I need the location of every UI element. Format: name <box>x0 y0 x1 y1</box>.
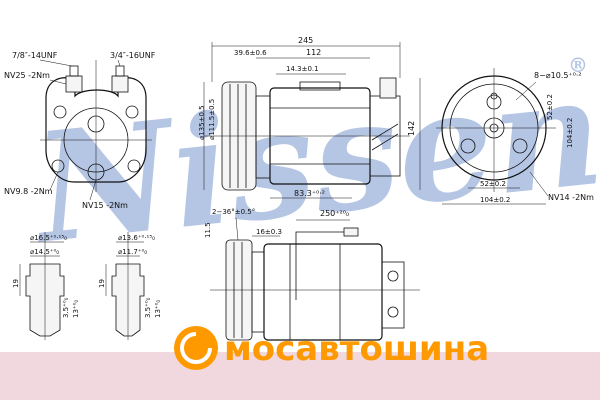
brand-band <box>0 352 600 400</box>
rear-dim-v2: 104±0.2 <box>566 118 574 148</box>
bottom-belt-label: 2−36°±0.5° <box>212 208 255 216</box>
side-total-length: 245 <box>298 36 313 45</box>
front-valve-left-cap <box>69 65 79 77</box>
fitting-a-depth-b: 13⁺⁰₀ <box>72 300 80 318</box>
side-valve <box>379 77 397 99</box>
front-mount-tr <box>125 105 139 119</box>
side-pulley-diameter: ⌀135±0.5 <box>198 105 206 140</box>
fitting-a-depth-a: 3.5⁺⁰₀ <box>62 297 70 318</box>
side-height: 142 <box>407 121 416 136</box>
front-valve-left <box>65 75 83 93</box>
fitting-b-dia-inner: ⌀11.7⁺⁰₀ <box>118 248 147 256</box>
fitting-b-height: 19 <box>98 279 106 288</box>
rear-dim-h2: 104±0.2 <box>480 196 510 204</box>
fitting-a-height: 19 <box>12 279 20 288</box>
bottom-view: 250⁺²⁰₀ 2−36°±0.5° 11.5 16±0.3 <box>204 208 420 341</box>
rear-torque-label: NV14 -2Nm <box>548 193 594 202</box>
fitting-b: ⌀13.6⁺⁰·¹⁵₀ ⌀11.7⁺⁰₀ 19 3.5⁺⁰₀ 13⁺⁰₀ <box>98 232 162 340</box>
bottom-height-left: 11.5 <box>204 222 212 238</box>
bottom-wire <box>295 231 344 300</box>
front-view: 7/8″-14UNF 3/4″-16UNF NV25 -2Nm NV9.8 -2… <box>4 51 156 210</box>
fitting-b-depth-a: 3.5⁺⁰₀ <box>144 297 152 318</box>
side-pulley-length: 39.6±0.6 <box>234 49 267 57</box>
bottom-clutch <box>251 251 265 333</box>
front-torque-top-label: NV25 -2Nm <box>4 71 50 80</box>
front-mount-tl <box>53 105 67 119</box>
side-view: 245 112 39.6±0.6 14.3±0.1 ⌀135±0.5 ⌀111.… <box>198 36 421 199</box>
bottom-connector <box>343 227 359 237</box>
fitting-b-depth-b: 13⁺⁰₀ <box>154 300 162 318</box>
side-inner-length: 14.3±0.1 <box>286 65 319 73</box>
bottom-body <box>263 243 383 341</box>
brand-logo-swoosh <box>180 332 212 364</box>
front-port-right-label: 3/4″-16UNF <box>110 51 156 60</box>
rear-dim-v1: 52±0.2 <box>546 94 554 120</box>
fitting-a: ⌀16.5⁺⁰·¹⁵₀ ⌀14.5⁺⁰₀ 19 3.5⁺⁰₀ 13⁺⁰₀ <box>12 232 80 340</box>
bottom-rear-head <box>381 261 405 329</box>
brand-logo: мосавтошина <box>174 326 489 370</box>
rear-holes-label: 8−⌀10.5⁺⁰·² <box>534 71 582 80</box>
side-body-length: 112 <box>306 48 321 57</box>
front-valve-right-cap <box>115 65 125 77</box>
front-torque-bottom-label: NV9.8 -2Nm <box>4 187 53 196</box>
rear-view: 8−⌀10.5⁺⁰·² 52±0.2 104±0.2 52±0.2 104±0.… <box>436 68 594 205</box>
fitting-a-dia-outer: ⌀16.5⁺⁰·¹⁵₀ <box>30 234 67 242</box>
side-top-boss <box>299 81 341 91</box>
front-mount-br <box>127 159 141 173</box>
fitting-a-dia-inner: ⌀14.5⁺⁰₀ <box>30 248 59 256</box>
front-valve-right <box>111 75 129 93</box>
front-port-left-label: 7/8″-14UNF <box>12 51 58 60</box>
front-torque-center-label: NV15 -2Nm <box>82 201 128 210</box>
fitting-b-dia-outer: ⌀13.6⁺⁰·¹⁵₀ <box>118 234 155 242</box>
rear-dim-h1: 52±0.2 <box>480 180 506 188</box>
side-groove-diameter: ⌀111.5±0.5 <box>208 99 216 140</box>
brand-name: мосавтошина <box>224 329 489 369</box>
side-mount-length: 83.3⁺⁰·² <box>294 189 325 198</box>
rear-hole-left <box>460 138 476 154</box>
bottom-offset: 16±0.3 <box>256 228 282 236</box>
bottom-wire-length: 250⁺²⁰₀ <box>320 209 349 218</box>
watermark-registered: ® <box>568 53 588 77</box>
rear-hole-right <box>512 138 528 154</box>
